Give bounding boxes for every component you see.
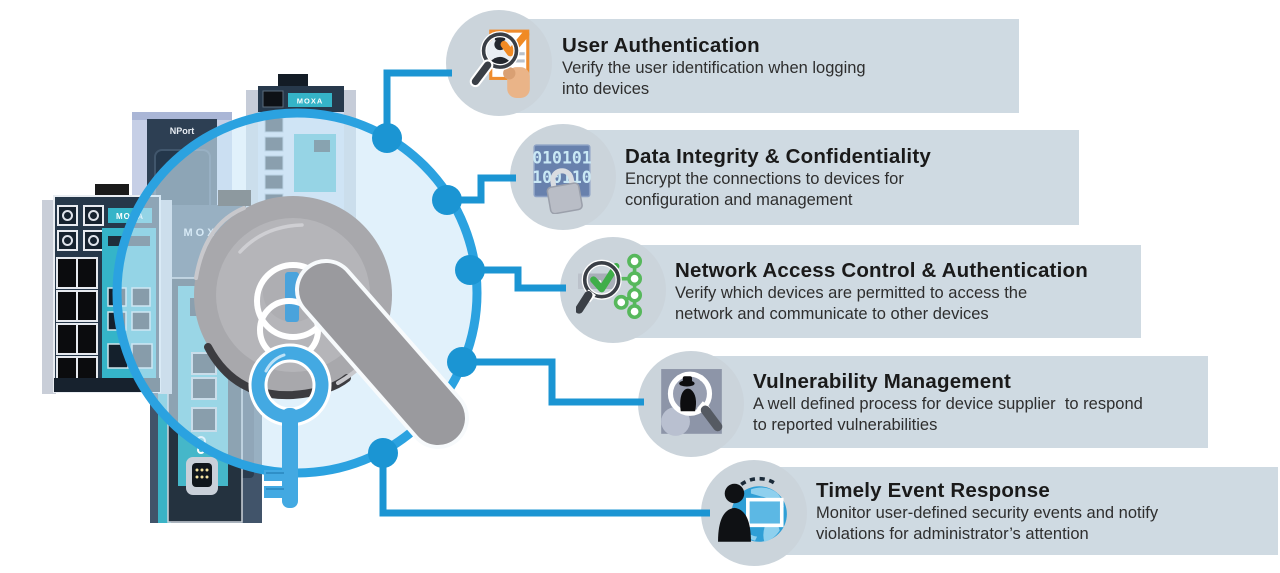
feature-bar-network-access-control: Network Access Control & Authentication … <box>613 245 1141 338</box>
feature-description-line: Monitor user-defined security events and… <box>816 503 1159 522</box>
connector-dot <box>455 255 485 285</box>
moxa-devices: NPort MOXA MOXA <box>42 74 356 523</box>
feature-description-line: Encrypt the connections to devices for <box>625 170 904 188</box>
feature-bar-data-integrity: Data Integrity & Confidentiality Encrypt… <box>563 130 1079 225</box>
moxa-top-switch: MOXA <box>246 74 356 330</box>
ethernet-ports <box>56 257 98 388</box>
feature-title: Vulnerability Management <box>753 369 1012 393</box>
feature-description-line: network and communicate to other devices <box>675 305 989 323</box>
monitor-outline <box>746 497 784 528</box>
id-card-magnifier-icon <box>469 29 530 98</box>
padlock-shape <box>546 168 583 214</box>
feature-icon-circle: 010101 100110 <box>510 124 616 230</box>
feature-description-line: into devices <box>562 79 650 98</box>
connector-dot <box>447 347 477 377</box>
connector-dots <box>368 123 485 468</box>
security-circle <box>112 108 482 478</box>
connector-dot <box>372 123 402 153</box>
green-check-mark <box>590 263 620 293</box>
feature-title: Data Integrity & Confidentiality <box>625 145 931 168</box>
nport-label: NPort <box>170 126 195 136</box>
feature-icon-circle <box>560 237 666 343</box>
binary-padlock-icon: 010101 100110 <box>532 144 592 214</box>
white-ring-large <box>254 262 332 340</box>
feature-description-line: A well defined process for device suppli… <box>753 394 1143 413</box>
spy-silhouette <box>679 376 697 412</box>
vault-dial <box>194 196 469 449</box>
moxa-left-switch: MOXA <box>42 184 172 394</box>
feature-description-line: violations for administrator’s attention <box>816 524 1089 543</box>
binary-text: 010101 <box>532 149 591 168</box>
moxa-label: MOXA <box>184 227 229 239</box>
topology-nodes <box>613 253 643 320</box>
moxa-label: MOXA <box>116 212 144 221</box>
person-silhouette <box>718 483 751 542</box>
feature-title: User Authentication <box>562 33 760 57</box>
feature-bar-user-authentication: User Authentication Verify the user iden… <box>500 19 1019 113</box>
nport-device: NPort <box>132 112 232 284</box>
binary-text: 100110 <box>532 168 591 187</box>
keyhole-slot <box>285 272 299 322</box>
connector-dot <box>432 185 462 215</box>
fiber-ports <box>57 205 104 251</box>
white-ring-small <box>257 298 321 362</box>
feature-title: Network Access Control & Authentication <box>675 259 1088 282</box>
moxa-serial-device <box>167 277 243 523</box>
mounting-clip <box>218 190 251 206</box>
network-check-magnifier-icon <box>576 253 643 320</box>
feature-icon-circle <box>701 460 807 566</box>
key-icon <box>248 343 332 508</box>
feature-description-line: Verify the user identification when logg… <box>562 58 866 77</box>
orange-check-mark <box>500 30 530 57</box>
vault-handle <box>299 263 465 445</box>
feature-title: Timely Event Response <box>816 478 1050 502</box>
feature-bar-vulnerability-management: Vulnerability Management A well defined … <box>691 356 1208 448</box>
feature-icon-circle <box>446 10 552 116</box>
feature-icon-circle <box>638 351 744 457</box>
moxa-tall-device: MOXA <box>150 205 262 523</box>
moxa-label: MOXA <box>297 97 324 106</box>
feature-description-line: to reported vulnerabilities <box>753 415 938 434</box>
connector-dot <box>368 438 398 468</box>
feature-description-line: configuration and management <box>625 191 853 209</box>
feature-bar-timely-event-response: Timely Event Response Monitor user-defin… <box>754 467 1278 555</box>
globe-person-monitor-icon <box>718 476 787 542</box>
spy-magnifier-icon <box>661 369 723 436</box>
dashed-arc <box>732 476 779 493</box>
feature-description-line: Verify which devices are permitted to ac… <box>675 284 1028 302</box>
